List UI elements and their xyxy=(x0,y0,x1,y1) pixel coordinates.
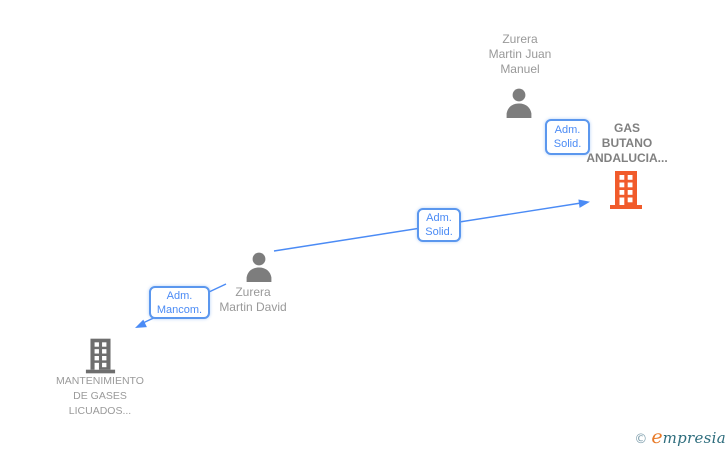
empresia-logo[interactable]: © e mpresia xyxy=(634,426,726,448)
company-label-mantenimiento-de-gases-licuados[interactable]: MANTENIMIENTO DE GASES LICUADOS... xyxy=(56,375,144,417)
person-label-zurera-martin-juan-manuel[interactable]: Zurera Martin Juan Manuel xyxy=(488,32,552,76)
relationship-box-adm-solid-mid: Adm. Solid. xyxy=(417,208,461,242)
copyright-icon: © xyxy=(634,432,648,447)
building-icon[interactable] xyxy=(85,337,116,375)
person-label-zurera-martin-david[interactable]: Zurera Martin David xyxy=(219,285,287,314)
person-icon[interactable] xyxy=(245,252,273,282)
brand-initial: e xyxy=(651,426,663,448)
brand-name: mpresia xyxy=(662,429,726,447)
arrowhead-icon xyxy=(578,199,590,208)
arrowhead-icon xyxy=(135,319,147,328)
person-icon[interactable] xyxy=(505,88,533,118)
company-label-gas-butano-andalucia[interactable]: GAS BUTANO ANDALUCIA... xyxy=(586,121,668,165)
building-icon[interactable] xyxy=(609,171,643,209)
relationship-box-adm-solid-top: Adm. Solid. xyxy=(545,119,590,155)
relationship-box-adm-mancom: Adm. Mancom. xyxy=(149,286,210,319)
